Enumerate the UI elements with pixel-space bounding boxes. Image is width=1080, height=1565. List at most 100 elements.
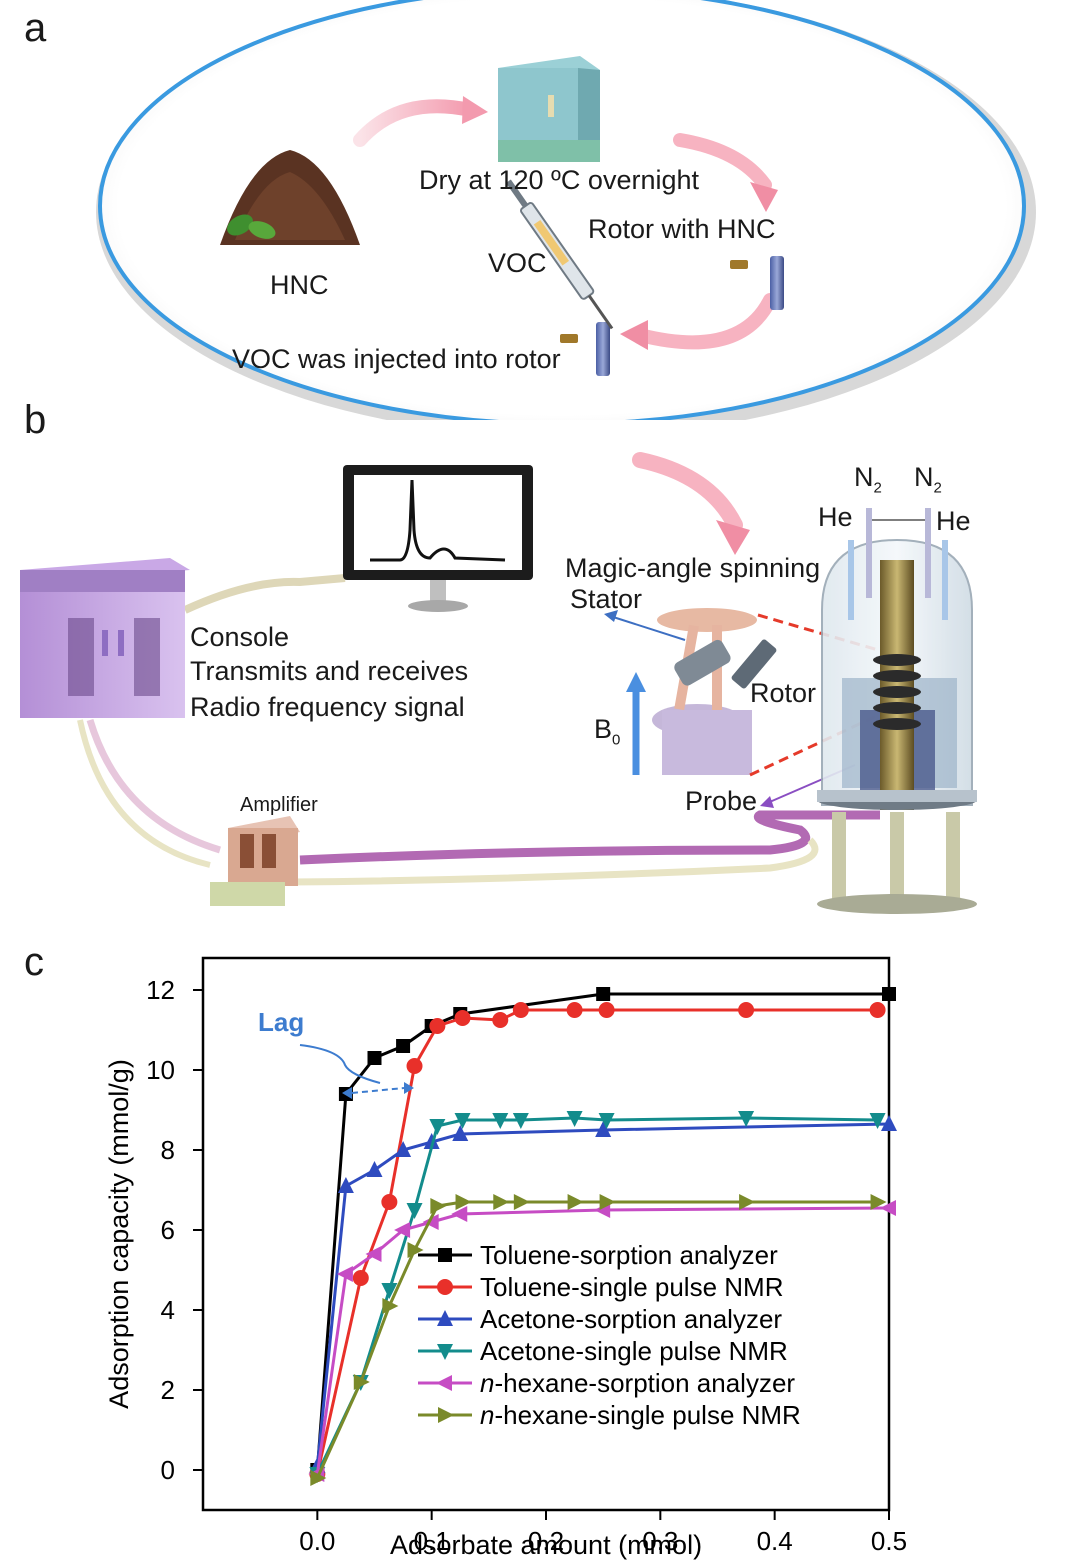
he-label-right: He <box>936 506 971 536</box>
legend-item: Acetone-single pulse NMR <box>418 1336 788 1366</box>
data-point <box>437 1279 453 1295</box>
x-tick-label: 0.0 <box>299 1526 335 1556</box>
data-point <box>365 1246 382 1262</box>
data-point <box>430 1198 447 1214</box>
drying-oven-icon <box>498 56 600 162</box>
n2-subscript-left: 2 <box>873 479 882 497</box>
data-point <box>596 987 611 1001</box>
x-tick-label: 0.4 <box>757 1526 793 1556</box>
data-point <box>429 1018 446 1034</box>
cable-amplifier-probe <box>299 810 880 865</box>
rotor-cap-icon <box>730 260 748 269</box>
series-line <box>315 1200 878 1479</box>
chart-legend: Toluene-sorption analyzerToluene-single … <box>418 1240 801 1430</box>
legend-item: n-hexane-single pulse NMR <box>418 1400 801 1430</box>
nmr-probe-icon <box>817 508 977 914</box>
data-point <box>310 1470 327 1486</box>
x-tick-label: 0.5 <box>871 1526 907 1556</box>
y-tick-label: 10 <box>146 1055 175 1085</box>
rotor-with-hnc-icon <box>770 256 784 310</box>
data-point <box>381 1283 398 1299</box>
data-point <box>739 1194 756 1210</box>
data-point <box>437 1310 453 1326</box>
data-point <box>423 1133 440 1149</box>
lag-arrow <box>351 1087 405 1094</box>
data-point <box>454 1010 471 1026</box>
data-point <box>492 1113 509 1129</box>
data-point <box>436 1375 452 1391</box>
data-point <box>429 1119 446 1135</box>
console-label: Console <box>190 622 290 652</box>
y-tick-label: 2 <box>161 1375 175 1405</box>
legend-label: Toluene-sorption analyzer <box>480 1240 778 1270</box>
arrow-hnc-to-oven <box>353 99 477 147</box>
b0-subscript: 0 <box>612 731 621 749</box>
x-tick-label: 0.2 <box>528 1526 564 1556</box>
n2-label-right: N2 <box>914 462 942 497</box>
data-point <box>353 1374 370 1390</box>
y-tick-label: 0 <box>161 1455 175 1485</box>
legend-item: Acetone-sorption analyzer <box>418 1304 782 1334</box>
data-point <box>512 1002 529 1018</box>
series-line <box>315 1122 890 1467</box>
legend-label: Acetone-single pulse NMR <box>480 1336 788 1366</box>
data-point <box>336 1266 353 1282</box>
data-point <box>451 1206 468 1222</box>
mas-label: Magic-angle spinning <box>565 553 821 583</box>
data-point <box>566 1002 583 1018</box>
cable-console-monitor <box>183 574 346 614</box>
arrow-rotor-to-injection <box>633 293 777 350</box>
dry-step-label: Dry at 120 ºC overnight <box>419 165 699 195</box>
data-point <box>438 1248 452 1262</box>
x-tick-label: 0.1 <box>414 1526 450 1556</box>
data-point <box>882 987 896 1001</box>
series-5 <box>310 1194 887 1486</box>
lag-pointer <box>299 1044 381 1084</box>
x-tick-label: 0.3 <box>642 1526 678 1556</box>
legend-item: n-hexane-sorption analyzer <box>418 1368 795 1398</box>
data-point <box>513 1194 530 1210</box>
y-tick-label: 12 <box>146 975 175 1005</box>
data-point <box>406 1058 423 1074</box>
data-point <box>455 1194 472 1210</box>
amplifier-icon <box>210 816 300 906</box>
legend-label: n-hexane-sorption analyzer <box>480 1368 795 1398</box>
n2-subscript-right: 2 <box>933 479 942 497</box>
n2-label-left: N2 <box>854 462 882 497</box>
rotor-label: Rotor <box>750 678 817 708</box>
panel-a-illustration <box>96 0 1036 420</box>
data-point <box>452 1125 469 1141</box>
arrow-to-probe <box>632 452 743 533</box>
data-point <box>870 1194 887 1210</box>
data-point <box>598 1002 615 1018</box>
y-tick-label: 8 <box>161 1135 175 1165</box>
rotor-cap-icon-2 <box>560 334 578 343</box>
panel-label-c: c <box>24 940 44 984</box>
data-point <box>598 1113 615 1129</box>
legend-item: Toluene-sorption analyzer <box>418 1240 778 1270</box>
stator-closeup-icon <box>652 608 777 775</box>
process-oval <box>98 0 1026 420</box>
data-point <box>493 1194 510 1210</box>
data-point <box>407 1242 424 1258</box>
data-point <box>367 1051 382 1065</box>
lag-annotation: Lag <box>258 1007 304 1037</box>
nmr-spectrum-icon <box>370 479 506 562</box>
series-line <box>315 1008 878 1475</box>
panel-label-a: a <box>24 6 47 50</box>
console-desc-line-2: Radio frequency signal <box>190 692 465 722</box>
data-point <box>394 1222 411 1238</box>
panel-label-b: b <box>24 398 47 442</box>
legend-item: Toluene-single pulse NMR <box>418 1272 783 1302</box>
data-point <box>366 1161 383 1177</box>
x-axis-label: Adsorbate amount (mmol) <box>390 1530 702 1560</box>
y-tick-label: 6 <box>161 1215 175 1245</box>
data-point <box>406 1203 423 1219</box>
he-label-left: He <box>818 502 853 532</box>
voc-label: VOC <box>488 248 547 278</box>
data-point <box>492 1012 509 1028</box>
zoom-line-bottom <box>749 710 886 777</box>
console-cabinet-icon <box>20 558 190 718</box>
data-point <box>438 1407 454 1423</box>
